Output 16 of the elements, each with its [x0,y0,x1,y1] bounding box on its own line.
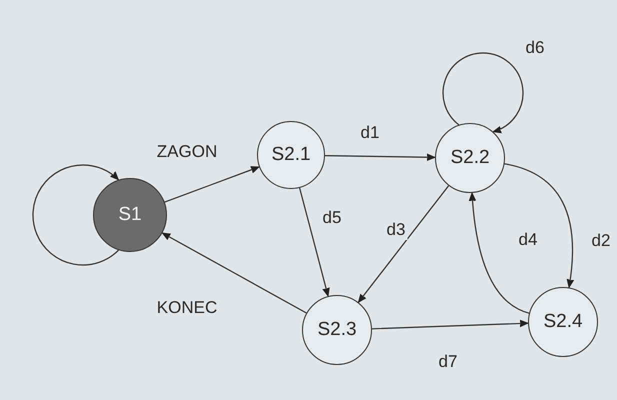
transition-arrow [161,232,307,314]
transition-arrow [442,52,524,133]
edge-label: d3 [384,220,408,240]
transition-arrow [324,152,436,162]
state-circle: S2.4 [528,287,598,357]
transition-arrow [299,188,330,298]
state-circle: S2.3 [302,295,372,365]
state-circle: S2.2 [435,123,505,193]
transition-arrow [164,166,260,203]
transition-arrow [468,192,530,314]
transition-arrow [358,185,450,304]
transition-arrow [504,163,576,288]
transition-arrow [32,164,120,266]
state-circle: S2.1 [257,121,325,189]
state-circle: S1 [93,178,167,252]
transition-arrow [372,318,529,330]
